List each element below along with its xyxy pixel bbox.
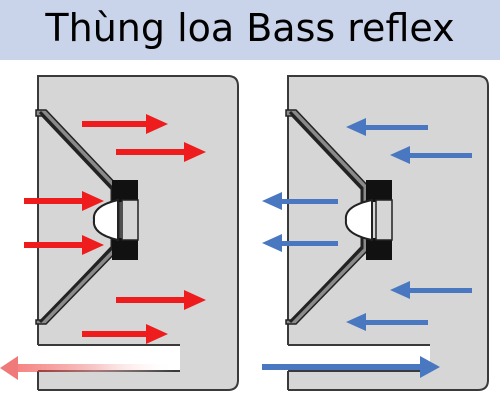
title-bar bbox=[0, 0, 500, 60]
inflow-arrows bbox=[24, 114, 206, 344]
arrow-out-6 bbox=[346, 313, 428, 331]
arrow-in-5 bbox=[116, 290, 206, 310]
arrow-out-3 bbox=[262, 192, 338, 210]
outflow-arrows bbox=[262, 118, 472, 331]
dust-cap-left bbox=[92, 198, 119, 242]
arrow-in-2 bbox=[116, 142, 206, 162]
dust-cap-right bbox=[344, 198, 373, 242]
speaker-driver-right bbox=[285, 109, 393, 325]
arrow-in-4 bbox=[24, 235, 104, 255]
arrow-in-6 bbox=[82, 324, 168, 344]
arrow-in-1 bbox=[82, 114, 168, 134]
cabinet-right bbox=[250, 75, 489, 406]
port-arrow-right bbox=[262, 356, 440, 378]
page-title: Thùng loa Bass reflex bbox=[45, 6, 455, 50]
arrow-out-1 bbox=[346, 118, 428, 136]
speaker-driver-left bbox=[35, 109, 139, 325]
arrow-out-2 bbox=[390, 146, 472, 164]
cabinet-left bbox=[0, 75, 239, 406]
cabinet-left-front-opening bbox=[0, 76, 38, 406]
arrow-in-3 bbox=[24, 191, 104, 211]
arrow-out-4 bbox=[262, 234, 338, 252]
port-arrow-left bbox=[0, 356, 174, 380]
arrow-out-5 bbox=[390, 281, 472, 299]
